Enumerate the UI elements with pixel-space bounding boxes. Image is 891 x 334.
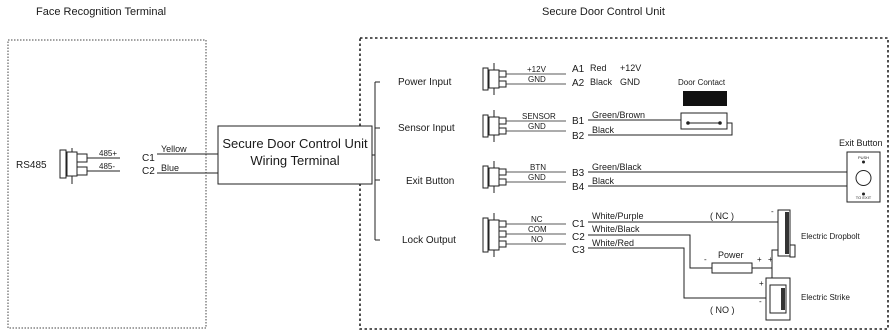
group-bracket — [372, 81, 380, 241]
sensor-wire2-color: Black — [592, 125, 615, 135]
rs485-pin2-label: 485- — [99, 162, 115, 171]
sensor-wire1-color: Green/Brown — [592, 110, 645, 120]
sensor-input-label: Sensor Input — [398, 123, 455, 134]
dropbolt-minus-sign: - — [771, 207, 774, 216]
lock-wire2-color: White/Black — [592, 224, 640, 234]
power-pin1-number: A1 — [572, 64, 585, 75]
rs485-pin2-number: C2 — [142, 166, 155, 177]
exit-button-label: Exit Button — [406, 176, 454, 187]
electric-strike-label: Electric Strike — [801, 293, 850, 302]
exit-pin2-label: GND — [528, 173, 546, 182]
power-pin2-number: A2 — [572, 78, 585, 89]
power-supply-icon — [711, 262, 753, 274]
rs485-pin1-number: C1 — [142, 153, 155, 164]
exit-button-bottom-text: TO EXIT — [856, 195, 872, 200]
lock-pin2-number: C2 — [572, 232, 585, 243]
strike-plus-sign: + — [759, 279, 764, 288]
electric-strike-icon — [765, 277, 791, 321]
electric-dropbolt-icon — [777, 209, 796, 258]
power-input-label: Power Input — [398, 77, 452, 88]
dropbolt-plus-sign: + — [768, 255, 773, 264]
lock-pin1-label: NC — [531, 215, 543, 224]
nc-label: ( NC ) — [710, 211, 734, 221]
sensor-pin1-label: SENSOR — [522, 112, 556, 121]
exit-wire2-color: Black — [592, 176, 615, 186]
door-contact-label: Door Contact — [678, 78, 726, 87]
power-wire2-color: Black — [590, 77, 613, 87]
power-connector — [482, 63, 566, 95]
lock-wire3-color: White/Red — [592, 238, 634, 248]
no-label: ( NO ) — [710, 305, 735, 315]
lock-output-label: Lock Output — [402, 235, 456, 246]
power-plus-sign: + — [757, 255, 762, 264]
sensor-connector — [482, 110, 566, 142]
electric-dropbolt-label: Electric Dropbolt — [801, 232, 860, 241]
face-terminal-title: Face Recognition Terminal — [36, 6, 166, 18]
power-wire1-color: Red — [590, 63, 607, 73]
lock-wire-no — [588, 247, 766, 299]
power-dest2: GND — [620, 77, 641, 87]
exit-pin1-number: B3 — [572, 168, 585, 179]
exit-button-device-label: Exit Button — [839, 138, 883, 148]
lock-wire-com — [588, 234, 703, 269]
power-pin1-label: +12V — [527, 65, 547, 74]
power-supply-label: Power — [718, 250, 744, 260]
exit-pin1-label: BTN — [530, 163, 546, 172]
door-contact-switch — [680, 112, 728, 130]
exit-push-button: PUSH TO EXIT — [846, 151, 881, 203]
lock-pin3-number: C3 — [572, 245, 585, 256]
wiring-terminal-line2: Wiring Terminal — [250, 153, 339, 168]
lock-pin3-label: NO — [531, 235, 543, 244]
exit-button-circle-icon — [855, 170, 872, 186]
lock-connector — [482, 213, 566, 257]
power-minus-sign: - — [704, 255, 707, 264]
wiring-terminal-line1: Secure Door Control Unit — [222, 136, 368, 151]
rs485-pin1-label: 485+ — [99, 149, 117, 158]
rs485-wire2-color: Blue — [161, 163, 179, 173]
wiring-terminal-box — [217, 125, 373, 185]
lock-wire1-color: White/Purple — [592, 211, 644, 221]
exit-button-top-text: PUSH — [858, 155, 869, 160]
strike-minus-sign: - — [759, 297, 762, 306]
face-terminal-enclosure — [7, 39, 207, 329]
sensor-wire-black — [588, 122, 733, 136]
sensor-pin2-number: B2 — [572, 131, 585, 142]
sensor-pin1-number: B1 — [572, 116, 585, 127]
sensor-pin2-label: GND — [528, 122, 546, 131]
power-pin2-label: GND — [528, 75, 546, 84]
rs485-label: RS485 — [16, 160, 47, 171]
lock-pin2-label: COM — [528, 225, 547, 234]
door-contact-magnet — [683, 91, 727, 106]
exit-pin2-number: B4 — [572, 182, 585, 193]
rs485-connector: RS485 — [16, 148, 120, 184]
exit-connector — [482, 161, 566, 193]
door-unit-title: Secure Door Control Unit — [542, 6, 665, 18]
lock-pin1-number: C1 — [572, 219, 585, 230]
exit-wire1-color: Green/Black — [592, 162, 642, 172]
power-dest1: +12V — [620, 63, 641, 73]
rs485-wire1-color: Yellow — [161, 144, 187, 154]
